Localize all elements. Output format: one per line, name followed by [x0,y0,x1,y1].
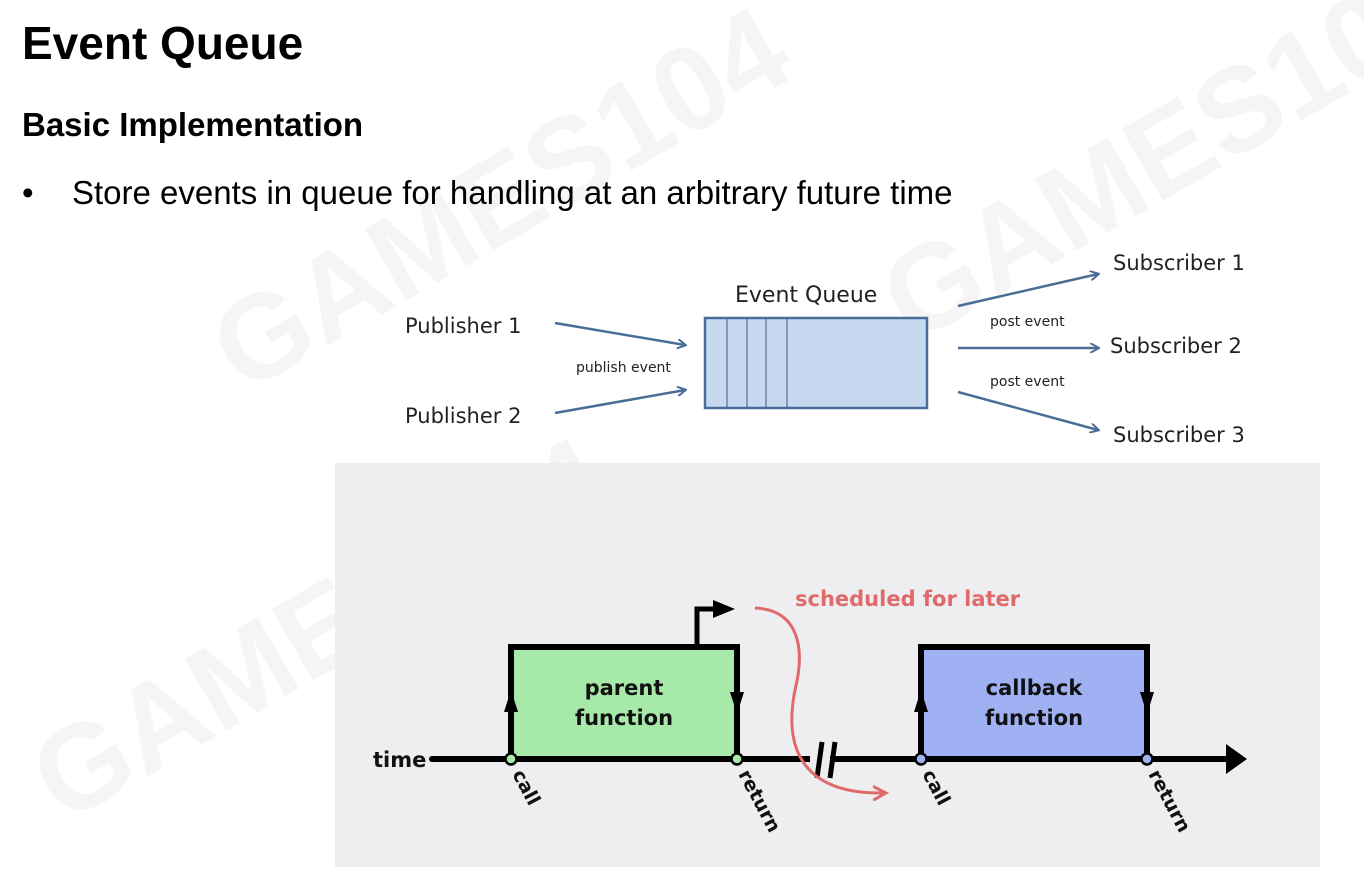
slide-title: Event Queue [22,17,304,69]
publish-event-label: publish event [576,360,671,376]
schedule-stub [694,606,716,647]
subscriber-2: Subscriber 2 [1110,334,1242,358]
queue-label: Event Queue [735,283,877,308]
post-arrow [957,274,1098,308]
up-arrow-icon [504,690,518,712]
down-arrow-icon [730,692,744,714]
timeline-diagram: scheduled for later time parent function… [335,463,1320,867]
publisher-1: Publisher 1 [405,314,521,338]
subscriber-1: Subscriber 1 [1113,251,1245,275]
parent-function-box [508,644,740,762]
scheduled-curve-arrow [754,606,885,793]
slide-subtitle: Basic Implementation [22,106,364,143]
parent-line1: parent [585,676,664,700]
callback-function-box [918,644,1150,762]
break-mark [827,741,838,779]
up-arrow-icon [914,690,928,712]
break-mark [814,741,825,779]
publish-arrow [554,321,685,345]
post-event-label: post event [990,314,1065,330]
queue-diagram: Event Queue Publisher 1 Publisher 2 publ… [405,251,1245,447]
bullet-marker: • [22,174,34,211]
publish-arrow [554,390,685,415]
bullet-item: • Store events in queue for handling at … [22,174,953,212]
return-point [1140,752,1154,766]
parent-line2: function [575,706,673,730]
post-arrow [957,390,1098,430]
schedule-arrow-icon [713,600,735,618]
scheduled-label: scheduled for later [795,587,1021,611]
callback-line2: function [985,706,1083,730]
post-event-label: post event [990,374,1065,390]
down-arrow-icon [1140,692,1154,714]
time-label: time [373,748,426,772]
call-point [914,752,928,766]
subscriber-3: Subscriber 3 [1113,423,1245,447]
callback-line1: callback [986,676,1084,700]
timeline-panel [335,463,1320,867]
time-axis-arrowhead-icon [1226,744,1247,774]
bullet-text: Store events in queue for handling at an… [72,174,953,211]
queue-slots [726,318,788,408]
return-point [730,752,744,766]
publisher-2: Publisher 2 [405,404,521,428]
call-point [504,752,518,766]
event-queue-box [703,316,929,410]
